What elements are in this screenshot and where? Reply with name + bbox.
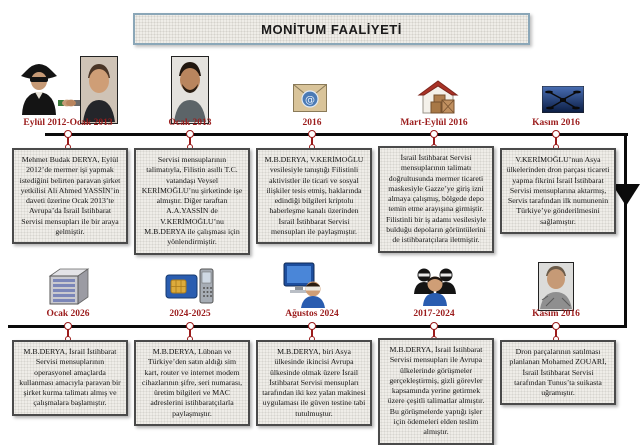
connector-stem — [433, 329, 435, 339]
event-box: M.B.DERYA, biri Asya ülkesinde ikincisi … — [256, 340, 372, 426]
handshake-icon — [58, 96, 80, 110]
connector-stem — [555, 329, 557, 339]
page-title: MONİTUM FAALİYETİ — [261, 21, 402, 37]
event-box: Dron parçalarının satılması planlanan Mo… — [500, 340, 616, 406]
event-box: Mehmet Budak DERYA, Eylül 2012’de mermer… — [12, 148, 128, 245]
date-label: 2016 — [302, 118, 322, 128]
date-label: Ocak 2026 — [46, 309, 90, 319]
date-label: Mart-Eylül 2016 — [400, 118, 468, 128]
connector-stem — [189, 137, 191, 146]
connector-stem — [311, 329, 313, 339]
connector-stem — [311, 137, 313, 146]
event-box: Servisi mensuplarının talimatıyla, Filis… — [134, 148, 250, 255]
connector-stem — [433, 137, 435, 146]
event-box: V.KERİMOĞLU’nun Asya ülkelerinden dron p… — [500, 148, 616, 234]
timeline-diagram: MONİTUM FAALİYETİ — [8, 13, 640, 445]
date-label: Ocak 2013 — [168, 118, 212, 128]
date-label: Kasım 2016 — [532, 118, 580, 128]
date-label: 2017-2024 — [413, 309, 455, 319]
date-label: Ağustos 2024 — [285, 309, 339, 319]
timeline-top-line — [45, 133, 628, 136]
drone-photo-icon — [542, 86, 584, 113]
timeline-right-connector — [624, 133, 627, 327]
server-tower-icon — [44, 266, 90, 306]
timeline-bottom-line — [8, 325, 627, 328]
connector-stem — [189, 329, 191, 339]
event-box: İsrail İstihbarat Servisi mensuplarının … — [378, 146, 494, 253]
warehouse-crates-icon — [417, 79, 459, 115]
flow-direction-arrow-icon — [612, 184, 640, 206]
event-box: M.B.DERYA, V.KERİMOĞLU vesilesiyle tanış… — [256, 148, 372, 245]
connector-stem — [67, 329, 69, 339]
event-box: M.B.DERYA, İsrail İstihbarat Servisi men… — [12, 340, 128, 416]
diagram-title-box: MONİTUM FAALİYETİ — [133, 13, 530, 45]
portrait-photo-derya — [80, 56, 118, 124]
agents-group-icon — [413, 266, 457, 306]
polygraph-computer-person-icon — [282, 262, 326, 308]
event-box: M.B.DERYA, İsrail İstihbarat Servisi men… — [378, 338, 494, 445]
date-label: Eylül 2012-Ocak 2013 — [23, 118, 113, 128]
email-envelope-icon: @ — [293, 84, 327, 112]
date-label: Kasım 2016 — [532, 309, 580, 319]
spy-icon — [16, 55, 62, 115]
date-label: 2024-2025 — [169, 309, 211, 319]
event-box: M.B.DERYA, Lübnan ve Türkiye’den satın a… — [134, 340, 250, 426]
connector-stem — [67, 137, 69, 146]
sim-card-phone-icon — [165, 268, 215, 305]
portrait-photo-kerimoglu — [171, 56, 209, 124]
portrait-photo-zouari — [538, 262, 574, 311]
connector-stem — [555, 137, 557, 146]
svg-text:@: @ — [305, 95, 315, 106]
